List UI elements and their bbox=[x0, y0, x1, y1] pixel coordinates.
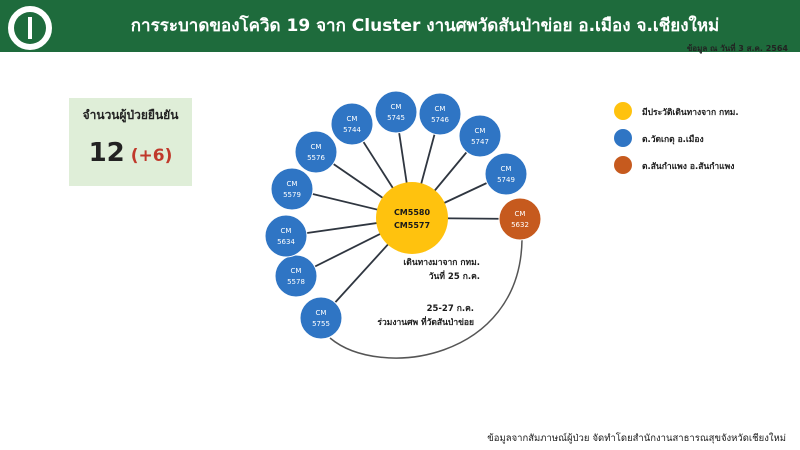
hub-travel-note-line1: เดินทางมาจาก กทม. bbox=[403, 258, 480, 268]
case-node-5579: CM 5579 bbox=[270, 167, 314, 211]
network-nodes: CM5755CM5578CM5634CM5579CM5576CM5744CM57… bbox=[264, 90, 542, 340]
index-case-id-1: CM5580 bbox=[394, 208, 431, 217]
case-node-circle bbox=[264, 214, 308, 258]
case-node-circle bbox=[330, 102, 374, 146]
case-node-id: 5745 bbox=[387, 114, 405, 122]
case-node-id: 5579 bbox=[283, 191, 301, 199]
case-node-circle bbox=[299, 296, 343, 340]
case-node-prefix: CM bbox=[391, 103, 402, 111]
header-bar: การระบาดของโควิด 19 จาก Cluster งานศพวัด… bbox=[0, 0, 800, 52]
funeral-event-note-line2: ร่วมงานศพ ที่วัดสันป่าข่อย bbox=[377, 318, 474, 328]
confirmed-count-box: จำนวนผู้ป่วยยืนยัน 12(+6) bbox=[69, 98, 192, 186]
page-title: การระบาดของโควิด 19 จาก Cluster งานศพวัด… bbox=[130, 16, 720, 36]
confirmed-count-delta: (+6) bbox=[130, 146, 173, 166]
case-node-5634: CM 5634 bbox=[264, 214, 308, 258]
case-node-id: 5576 bbox=[307, 154, 325, 162]
case-node-prefix: CM bbox=[281, 227, 292, 235]
hub-travel-note: เดินทางมาจาก กทม. วันที่ 25 ก.ค. bbox=[372, 256, 480, 284]
legend-label: ต.สันกำแพง อ.สันกำแพง bbox=[642, 162, 735, 172]
legend-label: มีประวัติเดินทางจาก กทม. bbox=[642, 108, 739, 118]
source-footnote: ข้อมูลจากสัมภาษณ์ผู้ป่วย จัดทำโดยสำนักงา… bbox=[487, 433, 786, 444]
case-node-prefix: CM bbox=[515, 210, 526, 218]
case-node-prefix: CM bbox=[287, 180, 298, 188]
case-node-circle bbox=[498, 197, 542, 241]
case-node-prefix: CM bbox=[347, 115, 358, 123]
case-node-5632: CM 5632 bbox=[498, 197, 542, 241]
case-node-prefix: CM bbox=[291, 267, 302, 275]
confirmed-count-label: จำนวนผู้ป่วยยืนยัน bbox=[82, 108, 179, 122]
case-node-prefix: CM bbox=[501, 165, 512, 173]
case-node-5755: CM 5755 bbox=[299, 296, 343, 340]
case-node-5745: CM 5745 bbox=[374, 90, 418, 134]
hub-travel-note-line2: วันที่ 25 ก.ค. bbox=[428, 272, 480, 282]
case-node-id: 5578 bbox=[287, 278, 305, 286]
case-node-prefix: CM bbox=[435, 105, 446, 113]
index-case-circle bbox=[376, 182, 448, 254]
legend-label: ต.วัดเกตุ อ.เมือง bbox=[642, 135, 704, 145]
legend-swatch-yellow bbox=[614, 102, 632, 120]
funeral-event-note: 25-27 ก.ค. ร่วมงานศพ ที่วัดสันป่าข่อย bbox=[334, 302, 474, 330]
case-node-id: 5744 bbox=[343, 126, 361, 134]
index-case-id-2: CM5577 bbox=[394, 221, 430, 230]
case-node-circle bbox=[418, 92, 462, 136]
moph-logo-icon bbox=[6, 4, 54, 52]
case-node-id: 5632 bbox=[511, 221, 529, 229]
data-date: ข้อมูล ณ วันที่ 3 ส.ค. 2564 bbox=[686, 44, 788, 53]
confirmed-count-value: 12(+6) bbox=[69, 138, 192, 168]
case-node-circle bbox=[270, 167, 314, 211]
case-node-5576: CM 5576 bbox=[294, 130, 338, 174]
confirmed-count-number: 12 bbox=[88, 138, 125, 168]
case-node-circle bbox=[374, 90, 418, 134]
funeral-event-note-line1: 25-27 ก.ค. bbox=[426, 304, 474, 314]
case-node-circle bbox=[294, 130, 338, 174]
case-node-circle bbox=[274, 254, 318, 298]
case-node-prefix: CM bbox=[311, 143, 322, 151]
case-node-id: 5747 bbox=[471, 138, 489, 146]
case-node-prefix: CM bbox=[316, 309, 327, 317]
case-node-5746: CM 5746 bbox=[418, 92, 462, 136]
case-node-circle bbox=[484, 152, 528, 196]
legend-swatch-orange bbox=[614, 156, 632, 174]
case-node-id: 5634 bbox=[277, 238, 295, 246]
case-node-5747: CM 5747 bbox=[458, 114, 502, 158]
case-node-id: 5755 bbox=[312, 320, 330, 328]
funeral-link-edge bbox=[329, 239, 523, 359]
case-node-id: 5746 bbox=[431, 116, 449, 124]
case-node-id: 5749 bbox=[497, 176, 515, 184]
case-node-prefix: CM bbox=[475, 127, 486, 135]
case-node-5578: CM 5578 bbox=[274, 254, 318, 298]
legend-swatch-blue bbox=[614, 129, 632, 147]
case-node-5744: CM 5744 bbox=[330, 102, 374, 146]
case-node-5749: CM 5749 bbox=[484, 152, 528, 196]
case-node-circle bbox=[458, 114, 502, 158]
